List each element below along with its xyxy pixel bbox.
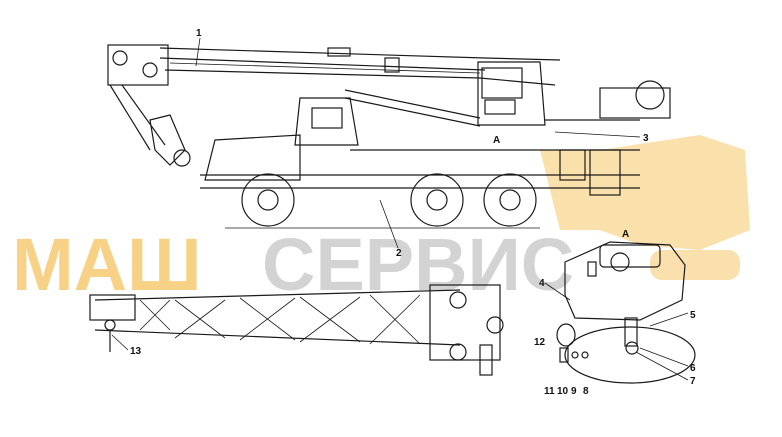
truck-cab <box>204 97 359 181</box>
callout-2: 2 <box>396 248 402 259</box>
callout-12: 12 <box>534 337 546 348</box>
operator-cabin <box>477 61 546 126</box>
watermark-text-servis: СЕРВИС <box>262 223 574 306</box>
callout-3: 3 <box>643 133 649 144</box>
callout-4: 4 <box>539 278 545 289</box>
watermark-text-mash: МАШ <box>12 223 201 306</box>
callout-10: 10 <box>557 386 569 397</box>
callout-1: 1 <box>196 28 202 39</box>
view-label-a-main: A <box>493 135 500 146</box>
view-label-a-detail: A <box>622 229 629 240</box>
lattice-jib-drawing <box>89 284 504 376</box>
wheels <box>241 173 537 227</box>
crane-truck-drawing <box>107 44 671 229</box>
callout-11: 11 <box>544 386 555 397</box>
callout-8: 8 <box>583 386 589 397</box>
callout-9: 9 <box>571 386 577 397</box>
leader-lines <box>111 37 689 381</box>
callout-7: 7 <box>690 376 696 387</box>
telescopic-boom <box>159 47 561 86</box>
callout-13: 13 <box>130 346 142 357</box>
callout-5: 5 <box>690 310 696 321</box>
slewing-detail-drawing <box>556 241 696 384</box>
winch-counterweight <box>545 80 671 121</box>
callout-6: 6 <box>690 363 696 374</box>
boom-head <box>107 44 191 167</box>
